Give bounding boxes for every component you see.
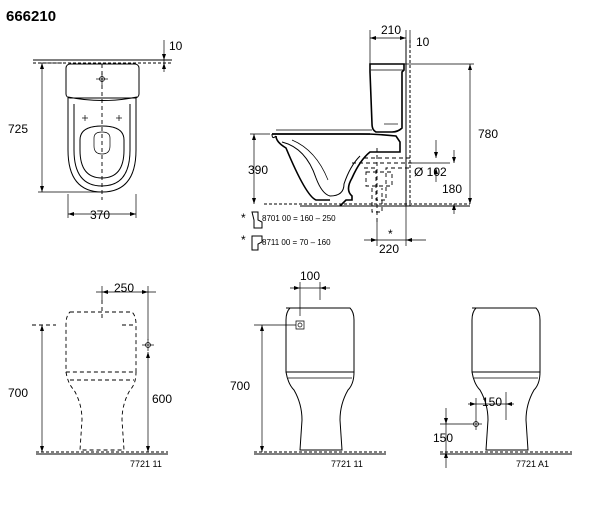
dim-side-10: 10 bbox=[416, 35, 430, 49]
note1-text: 8701 00 = 160 – 250 bbox=[262, 214, 336, 223]
dim-700-b: 700 bbox=[230, 379, 250, 393]
dim-width-370: 370 bbox=[90, 208, 110, 222]
top-view: 725 370 10 bbox=[8, 39, 183, 222]
dim-length-725: 725 bbox=[8, 122, 28, 136]
dim-100: 100 bbox=[300, 269, 320, 283]
article-code-1: 7721 11 bbox=[130, 459, 162, 469]
dim-150-vertical: 150 bbox=[433, 431, 453, 445]
note2-text: 8711 00 = 70 – 160 bbox=[262, 238, 331, 247]
dim-diameter-102: Ø 102 bbox=[414, 165, 447, 179]
dim-top-10: 10 bbox=[169, 39, 183, 53]
dim-210: 210 bbox=[381, 23, 401, 37]
note1-asterisk: * bbox=[241, 211, 246, 225]
product-number: 666210 bbox=[6, 8, 56, 25]
connector-icon-1 bbox=[251, 211, 263, 229]
connector-icon-2 bbox=[251, 235, 263, 251]
dim-150-horizontal: 150 bbox=[482, 395, 502, 409]
article-code-3: 7721 A1 bbox=[516, 459, 549, 469]
outlet-mark bbox=[470, 418, 482, 430]
dim-220-asterisk: * bbox=[388, 227, 393, 241]
dim-390: 390 bbox=[248, 163, 268, 177]
dim-780: 780 bbox=[478, 127, 498, 141]
dim-700-a: 700 bbox=[8, 386, 28, 400]
front-view-1: 250 700 600 7721 11 bbox=[8, 281, 172, 469]
side-view: 210 10 780 390 Ø 102 180 * 220 * bbox=[241, 23, 498, 256]
front-view-3: 150 150 7721 A1 bbox=[433, 307, 572, 469]
dim-180: 180 bbox=[442, 182, 462, 196]
note2-asterisk: * bbox=[241, 233, 246, 247]
water-inlet-mark bbox=[142, 339, 154, 351]
article-code-2: 7721 11 bbox=[331, 459, 363, 469]
inlet-symbol bbox=[295, 320, 305, 330]
dim-250: 250 bbox=[114, 281, 134, 295]
dim-600: 600 bbox=[152, 392, 172, 406]
dim-220: 220 bbox=[379, 242, 399, 256]
front-view-2: 100 700 7721 11 bbox=[230, 269, 386, 469]
